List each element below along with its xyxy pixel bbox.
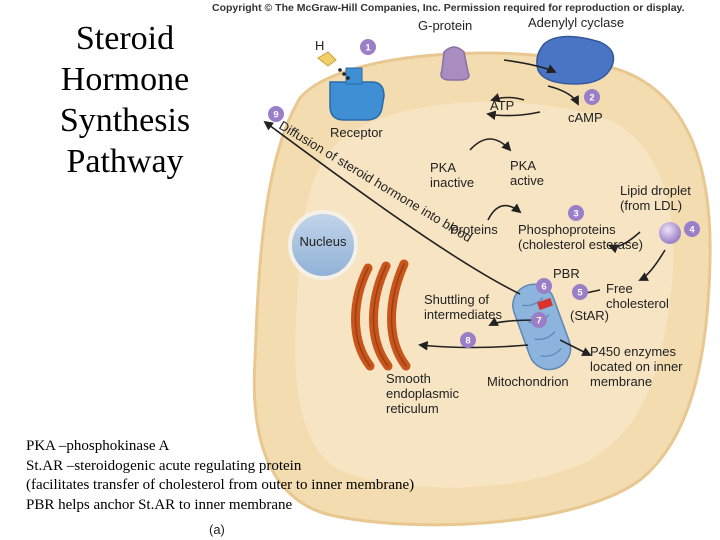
svg-text:3: 3	[573, 209, 578, 220]
label-atp: ATP	[490, 98, 514, 113]
svg-text:2: 2	[589, 93, 594, 104]
note-line: St.AR –steroidogenic acute regulating pr…	[26, 457, 302, 474]
panel-label: (a)	[209, 522, 225, 537]
label-proteins: Proteins	[450, 222, 498, 237]
step-badge-5: 5	[572, 284, 588, 300]
abbreviation-notes: PKA –phosphokinase A St.AR –steroidogeni…	[26, 437, 414, 515]
step-badges: 1 2 3 4 5 6 7 8 9	[268, 39, 700, 348]
svg-text:4: 4	[689, 225, 695, 236]
copyright-notice: Copyright © The McGraw-Hill Companies, I…	[212, 2, 685, 14]
step-badge-6: 6	[536, 278, 552, 294]
receptor-protein	[329, 67, 385, 121]
title-line: Hormone	[60, 61, 190, 98]
label-receptor: Receptor	[330, 125, 383, 140]
note-line: PBR helps anchor St.AR to inner membrane	[26, 496, 293, 513]
step-badge-7: 7	[531, 312, 547, 328]
title-line: Synthesis	[59, 102, 191, 139]
cell-inner-shading	[295, 101, 674, 488]
step-badge-4: 4	[684, 221, 700, 237]
note-line: PKA –phosphokinase A	[26, 438, 170, 454]
step-badge-1: 1	[360, 39, 376, 55]
svg-text:1: 1	[365, 43, 371, 54]
step-badge-8: 8	[460, 332, 476, 348]
step-badge-3: 3	[568, 205, 584, 221]
label-nucleus: Nucleus	[300, 234, 347, 249]
hormone-molecule	[317, 51, 350, 80]
label-phosphoproteins: Phosphoproteins(cholesterol esterase)	[518, 222, 643, 252]
svg-text:5: 5	[577, 288, 583, 299]
nucleus	[288, 210, 358, 280]
svg-text:9: 9	[273, 110, 278, 121]
label-pbr: PBR	[553, 266, 580, 281]
step-badge-2: 2	[584, 89, 600, 105]
svg-text:6: 6	[541, 282, 546, 293]
svg-text:8: 8	[465, 336, 470, 347]
star-protein	[537, 297, 553, 311]
title-line: Pathway	[66, 143, 184, 180]
label-lipid-droplet: Lipid droplet(from LDL)	[620, 183, 691, 213]
label-camp: cAMP	[568, 110, 603, 125]
svg-text:7: 7	[536, 316, 541, 327]
note-line: (facilitates transfer of cholesterol fro…	[26, 477, 415, 493]
adenylyl-cyclase	[536, 35, 615, 85]
slide-title: Steroid Hormone Synthesis Pathway	[30, 18, 220, 182]
pathway-arrows	[263, 59, 666, 356]
label-mitochondrion: Mitochondrion	[487, 374, 569, 389]
label-star: (StAR)	[570, 308, 609, 323]
g-protein	[440, 46, 470, 81]
title-line: Steroid	[75, 20, 175, 57]
label-adenylyl-cyclase: Adenylyl cyclase	[528, 15, 624, 30]
step-badge-9: 9	[268, 106, 284, 122]
lipid-droplet	[659, 222, 681, 244]
label-hormone: H	[315, 38, 324, 53]
label-g-protein: G-protein	[418, 18, 472, 33]
